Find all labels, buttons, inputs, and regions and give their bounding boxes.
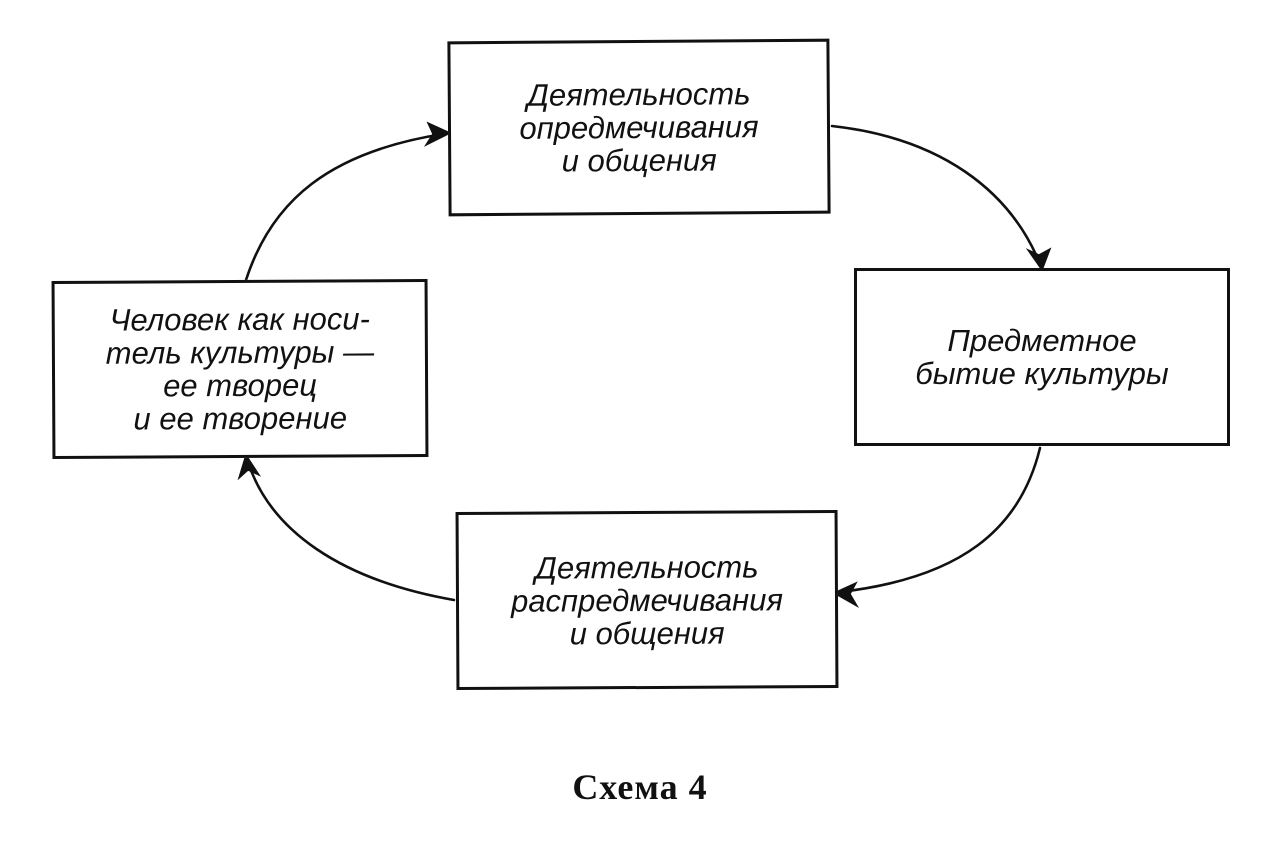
node-human-culture-bearer: Человек как носи- тель культуры — ее тво… — [51, 279, 429, 459]
node-deobjectification-activity: Деятельность распредмечивания и общения — [455, 510, 839, 690]
node-label: Деятельность распредмечивания и общения — [510, 548, 784, 651]
arrow-right-to-bottom — [838, 446, 1042, 594]
arrowhead-left — [237, 453, 262, 481]
arrowhead-top — [423, 121, 452, 147]
arrowhead-right — [1025, 247, 1052, 272]
diagram-caption: Схема 4 — [572, 767, 708, 807]
node-label: Человек как носи- тель культуры — ее тво… — [105, 301, 375, 437]
node-objectification-activity: Деятельность опредмечивания и общения — [447, 38, 831, 217]
node-objective-being-of-culture: Предметное бытие культуры — [854, 268, 1230, 446]
node-label: Предметное бытие культуры — [915, 323, 1169, 391]
node-label: Деятельность опредмечивания и общения — [519, 76, 759, 179]
arrow-left-to-top — [244, 132, 445, 282]
arrowhead-bottom — [832, 581, 860, 609]
arrow-bottom-to-left — [246, 460, 456, 602]
arrow-top-to-right — [830, 124, 1042, 266]
